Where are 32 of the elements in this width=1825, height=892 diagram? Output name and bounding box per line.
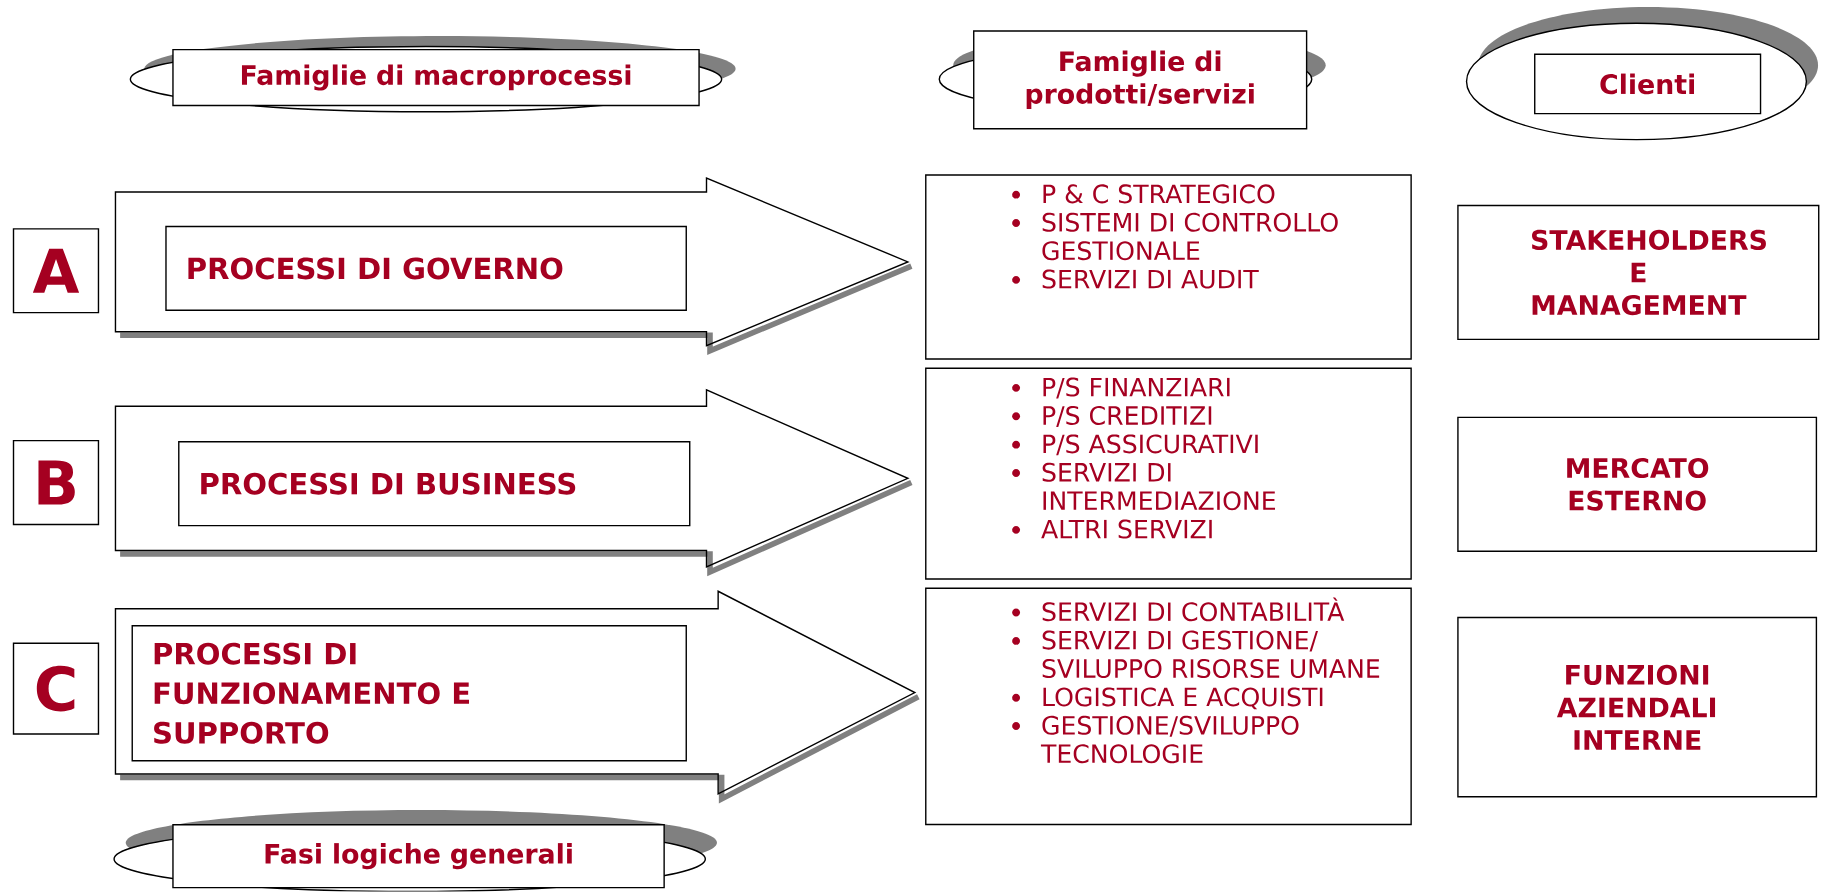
block-arrow <box>114 389 910 569</box>
heading-box: Famiglie di macroprocessi <box>129 36 736 113</box>
list-item: SERVIZI DI CONTABILITÀ <box>1012 597 1345 622</box>
list-item: ALTRI SERVIZI <box>1012 519 1212 539</box>
client-box: FUNZIONI AZIENDALI INTERNE <box>1457 617 1818 798</box>
process-box: PROCESSI DI FUNZIONAMENTO E SUPPORTO <box>131 625 687 762</box>
list-item: GESTIONE/SVILUPPO TECNOLOGIE <box>1012 716 1299 764</box>
list-item: SERVIZI DI INTERMEDIAZIONE <box>1012 463 1275 511</box>
list-box <box>925 174 1412 360</box>
list-item: P/S CREDITIZI <box>1012 406 1212 428</box>
list-item: SISTEMI DI CONTROLLO GESTIONALE <box>1012 213 1338 261</box>
heading-box: Fasi logiche generali <box>113 810 717 892</box>
letter-box: B <box>12 440 100 526</box>
list-item: P & C STRATEGICO <box>1012 184 1275 204</box>
client-box: STAKEHOLDERS E MANAGEMENT <box>1457 205 1820 341</box>
list-item: P/S FINANZIARI <box>1012 377 1230 399</box>
process-box: PROCESSI DI GOVERNO <box>165 226 687 312</box>
block-arrow <box>114 177 910 347</box>
list-item: LOGISTICA E ACQUISTI <box>1012 687 1323 710</box>
node-label: Fasi logiche generali <box>265 843 572 870</box>
list-item: SERVIZI DI AUDIT <box>1012 269 1259 289</box>
block-arrow <box>114 590 917 796</box>
letter-box: C <box>12 642 100 735</box>
process-box: PROCESSI DI BUSINESS <box>178 441 691 527</box>
list-item: P/S ASSICURATIVI <box>1012 434 1258 456</box>
list-box <box>925 587 1412 826</box>
letter-box: A <box>12 228 100 314</box>
heading-box: Clienti <box>1465 7 1819 141</box>
list-box <box>925 367 1412 580</box>
list-item: SERVIZI DI GESTIONE/ SVILUPPO RISORSE UMANE <box>1012 630 1380 679</box>
heading-box: Famiglie di prodotti/servizi <box>938 30 1326 130</box>
client-box: MERCATO ESTERNO <box>1457 416 1818 553</box>
